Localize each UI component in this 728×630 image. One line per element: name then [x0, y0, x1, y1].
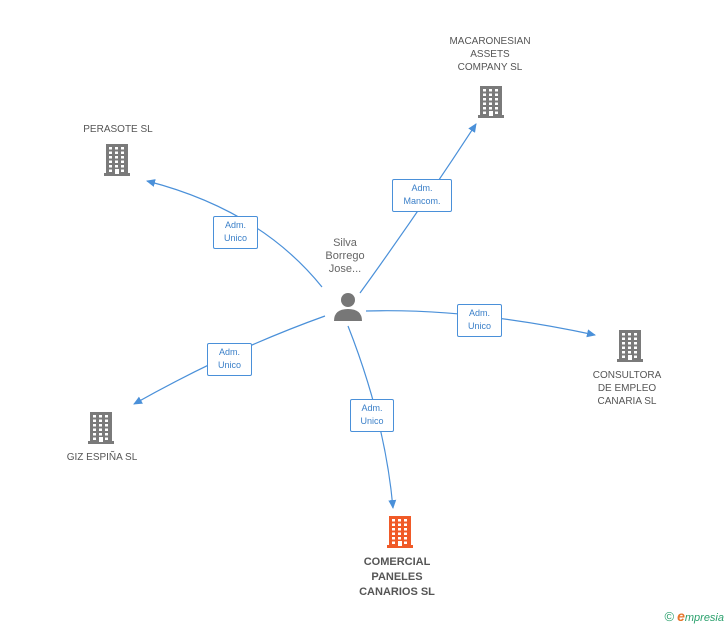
building-icon[interactable]: [478, 86, 504, 118]
brand-initial: e: [677, 608, 685, 624]
company-label-comercial[interactable]: COMERCIAL PANELES CANARIOS SL: [359, 556, 435, 598]
person-name[interactable]: Silva Borrego Jose...: [325, 237, 365, 275]
edge-label-giz[interactable]: Adm. Unico: [207, 343, 252, 376]
person-icon[interactable]: [334, 293, 362, 321]
building-icon[interactable]: [617, 330, 643, 362]
edge-label-macaronesian[interactable]: Adm. Mancom.: [392, 179, 452, 212]
edge-label-perasote[interactable]: Adm. Unico: [213, 216, 258, 249]
copyright-symbol: ©: [664, 608, 675, 624]
building-icon[interactable]: [104, 144, 130, 176]
building-icon[interactable]: [387, 516, 413, 548]
edge-label-comercial[interactable]: Adm. Unico: [350, 399, 394, 432]
brand-rest: mpresia: [684, 612, 724, 624]
company-label-giz[interactable]: GIZ ESPIÑA SL: [66, 452, 138, 463]
company-label-consultora[interactable]: CONSULTORA DE EMPLEO CANARIA SL: [592, 370, 662, 407]
edge-label-consultora[interactable]: Adm. Unico: [457, 304, 502, 337]
company-label-perasote[interactable]: PERASOTE SL: [83, 124, 153, 135]
building-icon[interactable]: [88, 412, 114, 444]
company-label-macaronesian[interactable]: MACARONESIAN ASSETS COMPANY SL: [449, 36, 531, 73]
empresia-brand[interactable]: © empresia: [664, 608, 724, 624]
brand-logo: empresia: [677, 608, 724, 624]
